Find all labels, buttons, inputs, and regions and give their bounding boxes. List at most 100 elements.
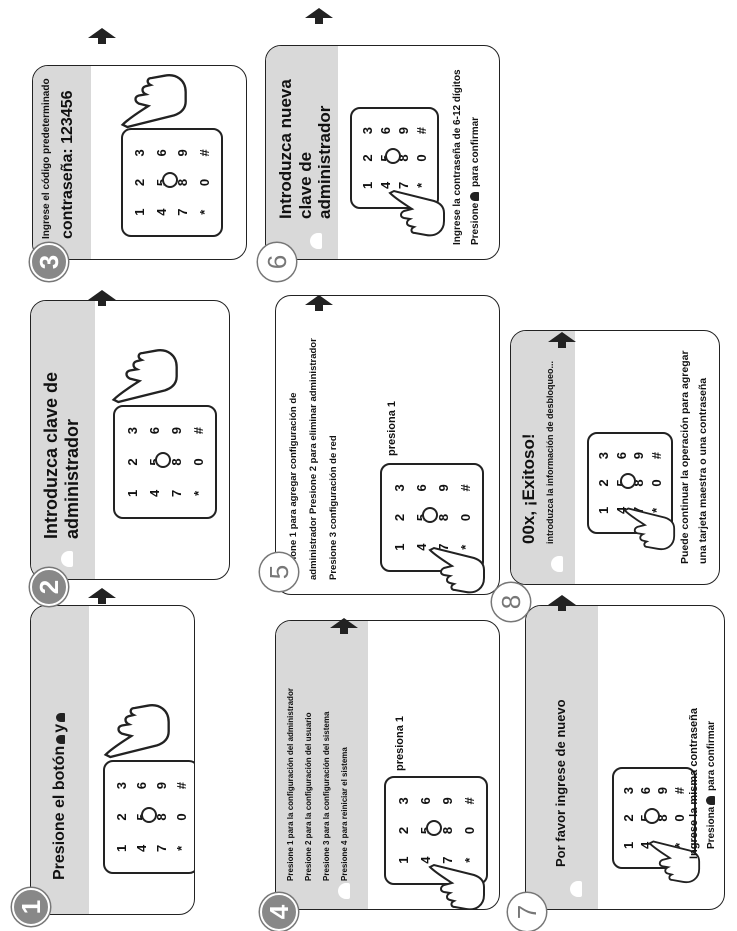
keypad-key: 3 bbox=[621, 787, 636, 795]
pointing-hand-icon bbox=[388, 189, 445, 237]
bell-key-icon bbox=[706, 795, 715, 805]
step-card: Presione 1 para la configuración del adm… bbox=[275, 620, 500, 910]
flow-arrow-icon bbox=[330, 618, 358, 634]
fingerprint-icon bbox=[384, 148, 401, 164]
keypad-key: 9 bbox=[175, 149, 191, 157]
keypad-key: 9 bbox=[631, 452, 647, 460]
menu-option-text: Presione 3 configuración de red bbox=[328, 435, 339, 580]
keypad-key: * bbox=[173, 845, 189, 851]
step-panel-8: 00x, ¡Exitoso!introduzca la información … bbox=[510, 330, 720, 585]
step-number-badge: 2 bbox=[30, 568, 68, 606]
footer-text: Presione bbox=[470, 202, 481, 245]
keypad-key: 6 bbox=[417, 797, 433, 805]
pointing-hand-icon bbox=[120, 74, 187, 129]
footer-text: Presiona bbox=[706, 806, 717, 849]
step-badge-wrap: 5 bbox=[260, 553, 298, 591]
pointing-hand-icon bbox=[111, 349, 178, 404]
keypad-key: 6 bbox=[146, 427, 162, 435]
footer-text: para confirmar bbox=[470, 116, 481, 190]
step-title: Presione el botóny bbox=[51, 616, 69, 880]
keypad-key: 2 bbox=[391, 513, 407, 522]
keypad-key: # bbox=[414, 127, 430, 135]
pointing-hand-icon bbox=[428, 546, 485, 594]
keypad-key: 0 bbox=[196, 178, 212, 187]
keypad-key: 0 bbox=[457, 513, 473, 522]
step-card: Por favor ingrese de nuevo123456789*0#In… bbox=[525, 605, 725, 910]
keypad-key: 2 bbox=[395, 826, 411, 835]
keypad-key: 7 bbox=[168, 489, 184, 497]
bell-icon bbox=[570, 881, 582, 897]
keypad-key: 9 bbox=[168, 427, 184, 435]
keypad-key: 6 bbox=[377, 127, 393, 135]
keypad-key: 6 bbox=[613, 452, 629, 460]
menu-option-text: Presione 1 para la configuración del adm… bbox=[286, 688, 295, 881]
flow-arrow-icon bbox=[88, 290, 116, 306]
keypad-key: 8 bbox=[439, 826, 455, 835]
menu-option-text: administrador Presione 2 para eliminar a… bbox=[308, 338, 319, 580]
pointing-hand-icon bbox=[648, 840, 701, 884]
keypad-key: 0 bbox=[414, 154, 430, 162]
pointing-hand-icon bbox=[623, 507, 676, 551]
flow-arrow-icon bbox=[548, 595, 576, 611]
keypad-key: 6 bbox=[638, 787, 653, 795]
keypad-key: 9 bbox=[439, 797, 455, 805]
step-title: Por favor ingrese de nuevo bbox=[553, 699, 568, 867]
step-card: Presione el botóny123456789*0# bbox=[30, 605, 195, 915]
fingerprint-icon bbox=[620, 473, 636, 489]
keypad-key: # bbox=[457, 484, 473, 492]
step-number-badge: 8 bbox=[492, 583, 530, 621]
step-badge-wrap: 4 bbox=[260, 893, 298, 931]
step-card: 00x, ¡Exitoso!introduzca la información … bbox=[510, 330, 720, 585]
keypad-key: 2 bbox=[359, 154, 375, 162]
bell-icon bbox=[61, 551, 73, 567]
step-title: Introduzca clave de administrador bbox=[41, 371, 82, 539]
menu-option-text: Presione 2 para la configuración del usu… bbox=[304, 712, 313, 882]
keypad-key: 1 bbox=[132, 208, 148, 216]
keypad-key: 1 bbox=[395, 856, 411, 864]
step-panel-5: Presione 1 para agregar configuración de… bbox=[275, 295, 500, 595]
step-number-badge: 1 bbox=[12, 888, 50, 926]
keypad-key: * bbox=[190, 490, 206, 496]
footer-line: Ingrese la contraseña de 6-12 dígitos bbox=[452, 69, 463, 245]
pointing-hand-icon bbox=[428, 863, 485, 910]
keypad-key: 8 bbox=[168, 458, 184, 466]
keypad-key: 4 bbox=[133, 844, 149, 852]
fingerprint-icon bbox=[141, 807, 157, 823]
flow-arrow-icon bbox=[305, 295, 333, 311]
keypad-key: 0 bbox=[190, 458, 206, 466]
flow-arrow-icon bbox=[305, 8, 333, 24]
step-caption: presiona 1 bbox=[386, 400, 398, 456]
keypad-key: 0 bbox=[672, 814, 687, 822]
step-badge-wrap: 7 bbox=[508, 893, 546, 931]
step-number-badge: 4 bbox=[260, 893, 298, 931]
fingerprint-icon bbox=[155, 452, 171, 468]
footer-text: para confirmar bbox=[706, 720, 717, 794]
keypad-key: 3 bbox=[124, 427, 140, 435]
step-panel-1: Presione el botóny123456789*0# bbox=[30, 605, 195, 915]
keypad-key: # bbox=[461, 797, 477, 805]
keypad-key: 7 bbox=[175, 208, 191, 216]
keypad-key: 9 bbox=[153, 782, 169, 790]
lock-key-icon bbox=[56, 712, 65, 722]
title-suffix: y bbox=[51, 723, 68, 733]
bell-key-icon bbox=[56, 734, 65, 744]
keypad-key: # bbox=[196, 149, 212, 157]
keypad-key: 9 bbox=[435, 484, 451, 492]
step-card: Presione 1 para agregar configuración de… bbox=[275, 295, 500, 595]
keypad-key: 6 bbox=[413, 484, 429, 492]
step-number-badge: 5 bbox=[260, 553, 298, 591]
footer-line: una tarjeta maestra o una contraseña bbox=[697, 377, 709, 564]
keypad-key: # bbox=[190, 427, 206, 435]
keypad-key: 3 bbox=[395, 797, 411, 805]
step-subtitle: introduzca la información de desbloqueo.… bbox=[545, 360, 555, 544]
keypad-key: 0 bbox=[648, 479, 664, 487]
keypad-key: 1 bbox=[359, 181, 375, 189]
keypad-key: 7 bbox=[153, 844, 169, 852]
pointing-hand-icon bbox=[103, 704, 170, 759]
